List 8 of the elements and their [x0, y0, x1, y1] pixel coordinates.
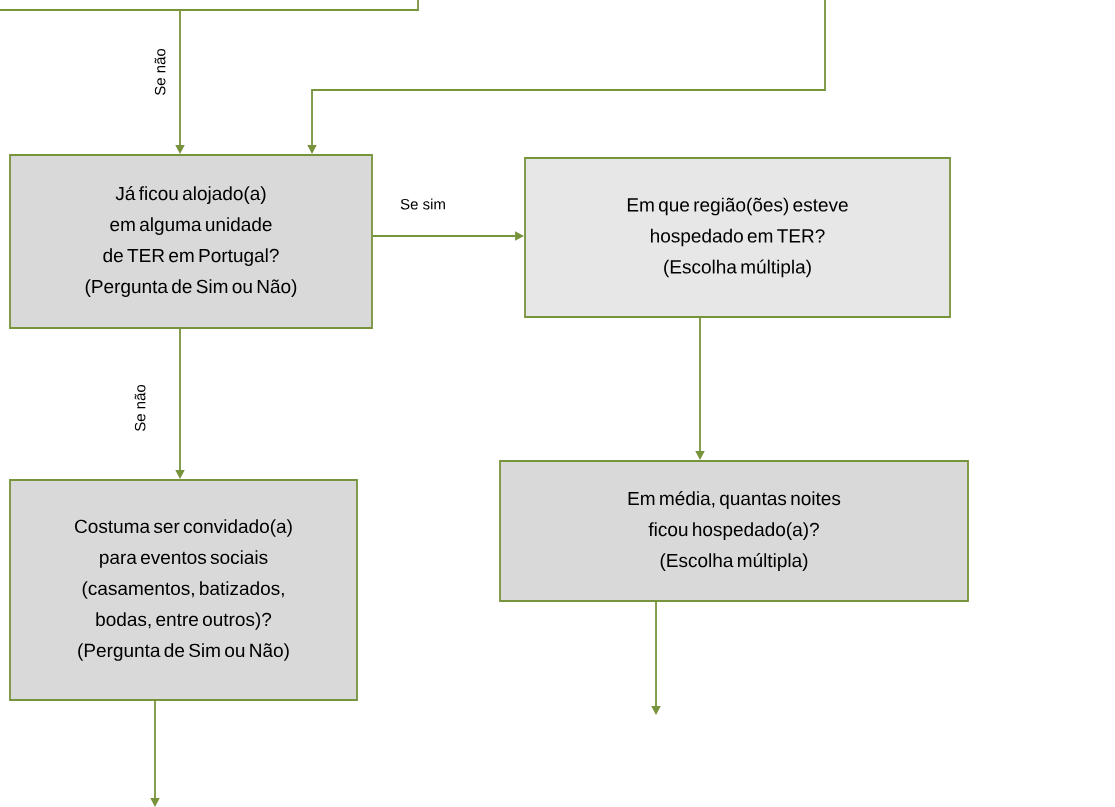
question-box: Em média, quantas noites ficou hospedado(a)? (Escolha múltipla) — [499, 460, 969, 602]
question-box: Em que região(ões) esteve hospedado em TER? (Escolha múltipla) — [524, 157, 951, 318]
edge-label: Se não — [153, 47, 167, 97]
question-box: Já ficou alojado(a) em alguma unidade de TER em Portugal? (Pergunta de Sim ou Não) — [9, 154, 373, 329]
edge-label: Se sim — [399, 197, 447, 211]
edge-label: Se não — [133, 383, 147, 433]
process-box — [0, 0, 419, 11]
question-box: Costuma ser convidado(a) para eventos sociais (casamentos, batizados, bodas, entre outros)? (Pergunta de Sim ou Não) — [9, 479, 358, 701]
